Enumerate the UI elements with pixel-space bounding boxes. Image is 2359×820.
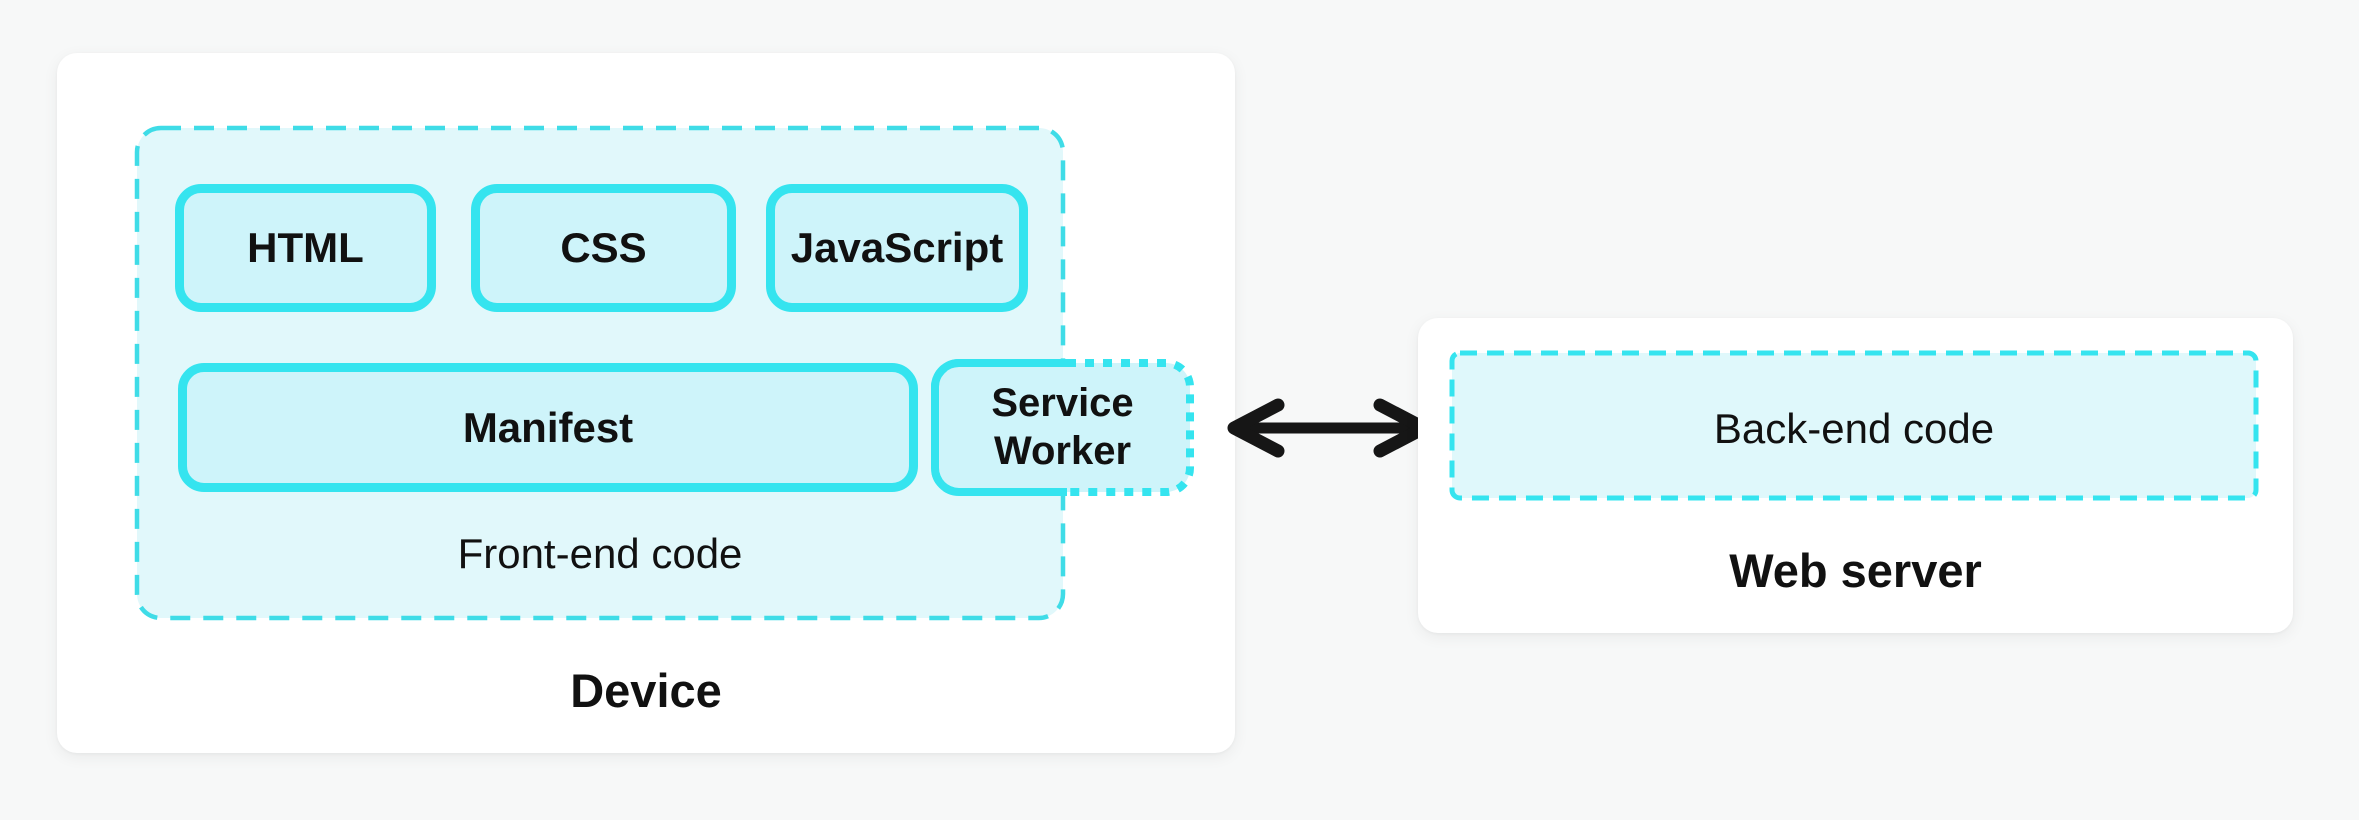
css-node-label: CSS bbox=[560, 224, 647, 271]
manifest-node-label: Manifest bbox=[462, 403, 634, 451]
html-node-label: HTML bbox=[247, 224, 364, 271]
service-worker-node-label: Service Worker bbox=[991, 381, 1134, 473]
html-node: HTML bbox=[175, 184, 436, 312]
javascript-node: JavaScript bbox=[766, 184, 1028, 312]
javascript-node-label: JavaScript bbox=[790, 224, 1004, 271]
css-node: CSS bbox=[471, 184, 736, 312]
backend-code-container bbox=[1449, 350, 2259, 501]
frontend-code-label: Front-end code bbox=[457, 530, 743, 577]
device-label: Device bbox=[570, 664, 722, 717]
web-server-label: Web server bbox=[1729, 544, 1982, 597]
service-worker-node bbox=[931, 359, 1194, 496]
manifest-node: Manifest bbox=[178, 363, 918, 492]
backend-code-label: Back-end code bbox=[1713, 405, 1995, 452]
bidirectional-arrow-icon bbox=[1227, 398, 1431, 458]
